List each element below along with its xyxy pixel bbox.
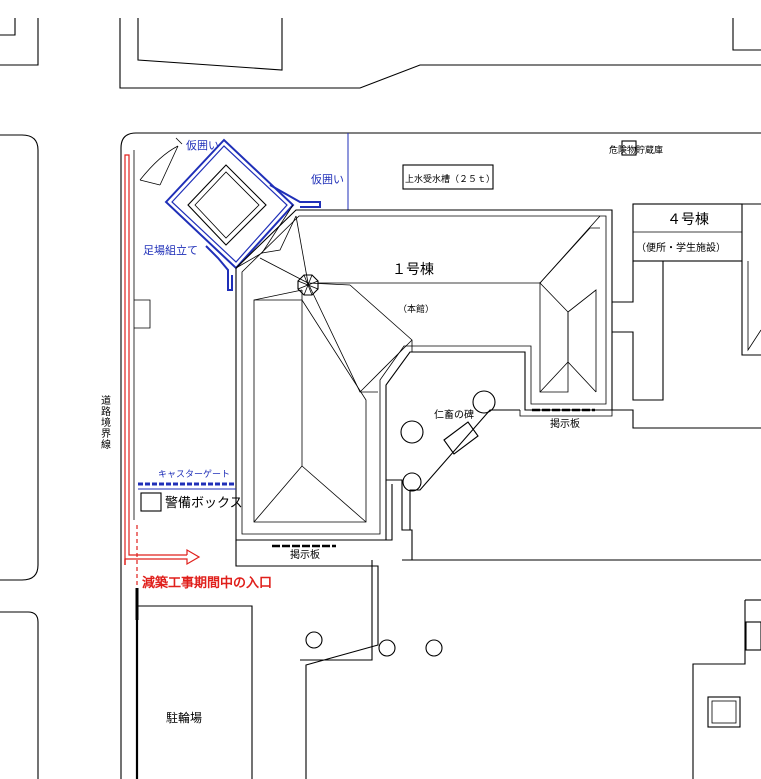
road-boundary-label-group: 道路境界線 — [99, 394, 111, 450]
water-tank-label: 上水受水槽（２５ｔ） — [405, 173, 495, 185]
water-tank — [402, 164, 494, 190]
scaffold-fence — [139, 137, 321, 291]
notice-board-bottom-label: 掲示板 — [290, 548, 320, 561]
building-1 — [235, 204, 613, 541]
caster-gate — [138, 482, 236, 490]
karigakoi-label-2: 仮囲い — [311, 173, 344, 186]
building-1-name: １号棟 — [392, 262, 434, 278]
karigakoi-label-1: 仮囲い — [186, 139, 219, 152]
jinchiku-label: 仁畜の碑 — [434, 408, 474, 421]
building-1-sub: （本館） — [398, 303, 434, 315]
bottom-lanes — [235, 529, 761, 779]
left-street-blocks — [0, 134, 39, 779]
scaffold-inner-box — [187, 164, 267, 246]
entrance-route: 減築工事期間中の入口 — [124, 154, 272, 591]
guard-box — [140, 492, 162, 512]
building-4 — [612, 203, 761, 429]
ashiba-label: 足場組立て — [143, 243, 198, 257]
top-buildings — [0, 18, 761, 89]
notice-board-right — [519, 408, 613, 417]
bicycle-parking — [137, 605, 253, 779]
hazard-store — [621, 140, 637, 156]
courtyard — [386, 390, 520, 541]
hazard-store-label: 危険物貯蔵庫 — [609, 144, 663, 156]
bicycle-parking-label: 駐輪場 — [166, 710, 202, 725]
road-boundary-label: 道路境界線 — [99, 394, 111, 450]
guard-box-label: 警備ボックス — [165, 495, 243, 511]
site-boundary — [120, 132, 761, 779]
building-4-name: ４号棟 — [667, 212, 709, 228]
building-4-use: （便所・学生施設） — [636, 241, 726, 254]
notice-board-right-label: 掲示板 — [550, 417, 580, 430]
caster-gate-label: キャスターゲート — [158, 468, 230, 480]
entrance-label: 減築工事期間中の入口 — [142, 575, 272, 591]
